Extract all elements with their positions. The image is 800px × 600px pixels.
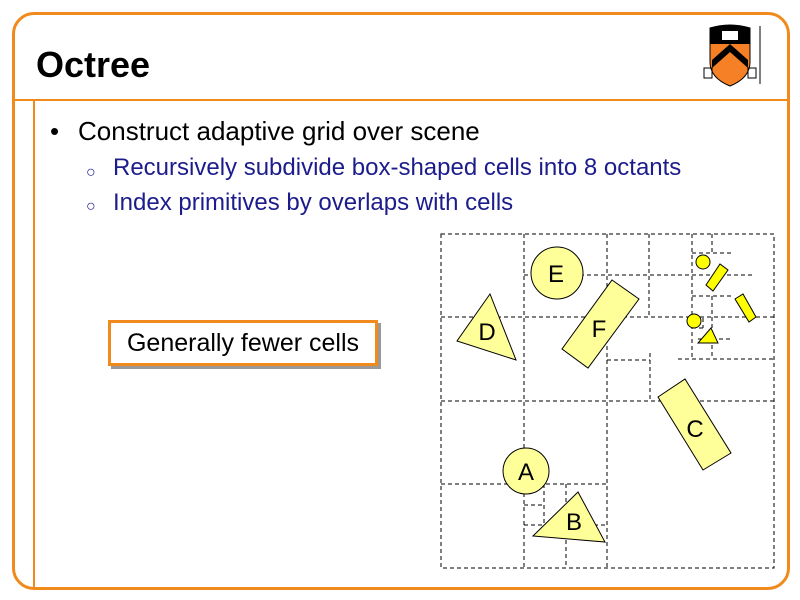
title-divider	[12, 99, 790, 101]
label-d: D	[478, 319, 495, 346]
callout-box: Generally fewer cells	[108, 320, 378, 366]
sub-bullet-icon: ○	[86, 164, 96, 181]
label-c: C	[686, 416, 703, 443]
sub-bullet-1: Recursively subdivide box-shaped cells i…	[113, 154, 682, 181]
octree-grid-lines	[440, 233, 775, 569]
shape-a-circle	[502, 447, 550, 495]
small-circle-shape	[686, 313, 702, 329]
sub-bullet-icon: ○	[86, 198, 96, 215]
small-triangle-shape	[696, 327, 719, 344]
small-rectangle-shape	[705, 263, 729, 292]
princeton-shield-logo	[703, 24, 761, 87]
label-b: B	[566, 509, 582, 536]
shape-d-triangle	[456, 292, 517, 361]
sub-bullet-2: Index primitives by overlaps with cells	[113, 189, 514, 216]
shape-f-rectangle	[561, 279, 640, 369]
shape-b-triangle	[531, 491, 606, 543]
shape-c-rectangle	[657, 378, 732, 471]
left-divider	[33, 100, 35, 588]
shape-e-circle	[530, 246, 584, 300]
label-f: F	[592, 316, 607, 343]
slide-frame	[12, 12, 790, 590]
slide-title: Octree	[36, 44, 151, 85]
bullet-1: Construct adaptive grid over scene	[78, 116, 480, 146]
small-rectangle-shape	[734, 293, 757, 323]
label-e: E	[548, 261, 564, 288]
bullet-dot-icon: •	[50, 116, 60, 146]
label-a: A	[518, 459, 534, 486]
small-circle-shape	[695, 254, 711, 270]
